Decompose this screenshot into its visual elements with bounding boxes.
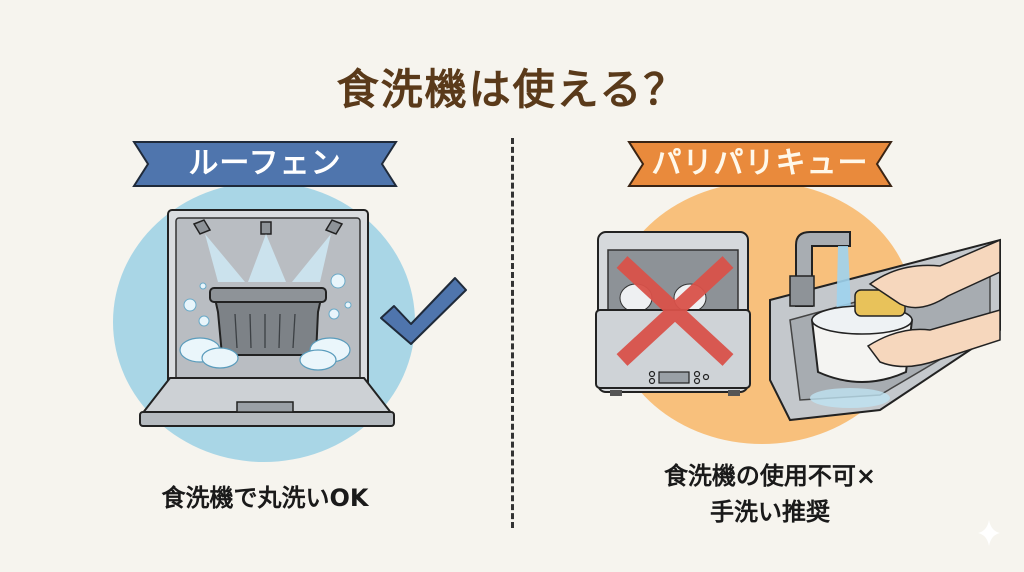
sparkle-icon [978,520,1000,546]
right-banner-label: パリパリキュー [651,146,869,181]
ribbon-shape [132,141,398,187]
ribbon-shape [627,141,893,187]
left-banner: ルーフェン [130,138,400,190]
left-caption: 食洗機で丸洗いOK [161,484,369,512]
right-caption-line2: 手洗い推奨 [710,498,830,526]
right-banner: パリパリキュー [625,138,895,190]
left-banner-label: ルーフェン [188,146,342,181]
right-caption: 食洗機の使用不可× 手洗い推奨 [610,458,930,530]
spray-jet-icon [192,219,344,235]
page-title: 食洗機は使える？ [336,65,688,114]
right-caption-line1: 食洗機の使用不可× [663,462,877,490]
center-divider [511,138,514,528]
